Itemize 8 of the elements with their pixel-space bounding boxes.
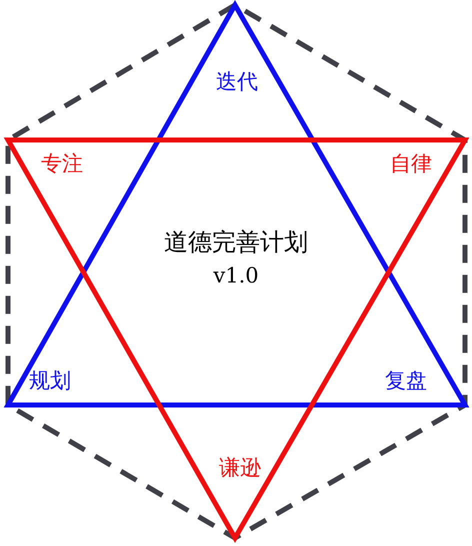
vertex-label: 复盘 <box>385 369 427 393</box>
vertex-label: 规划 <box>29 369 71 393</box>
vertex-label: 专注 <box>41 152 83 176</box>
vertex-label: 自律 <box>390 152 432 176</box>
version-label: v1.0 <box>213 264 259 288</box>
title: 道德完善计划 <box>164 228 308 256</box>
vertex-label: 谦逊 <box>219 456 261 480</box>
vertex-label: 迭代 <box>216 70 258 94</box>
